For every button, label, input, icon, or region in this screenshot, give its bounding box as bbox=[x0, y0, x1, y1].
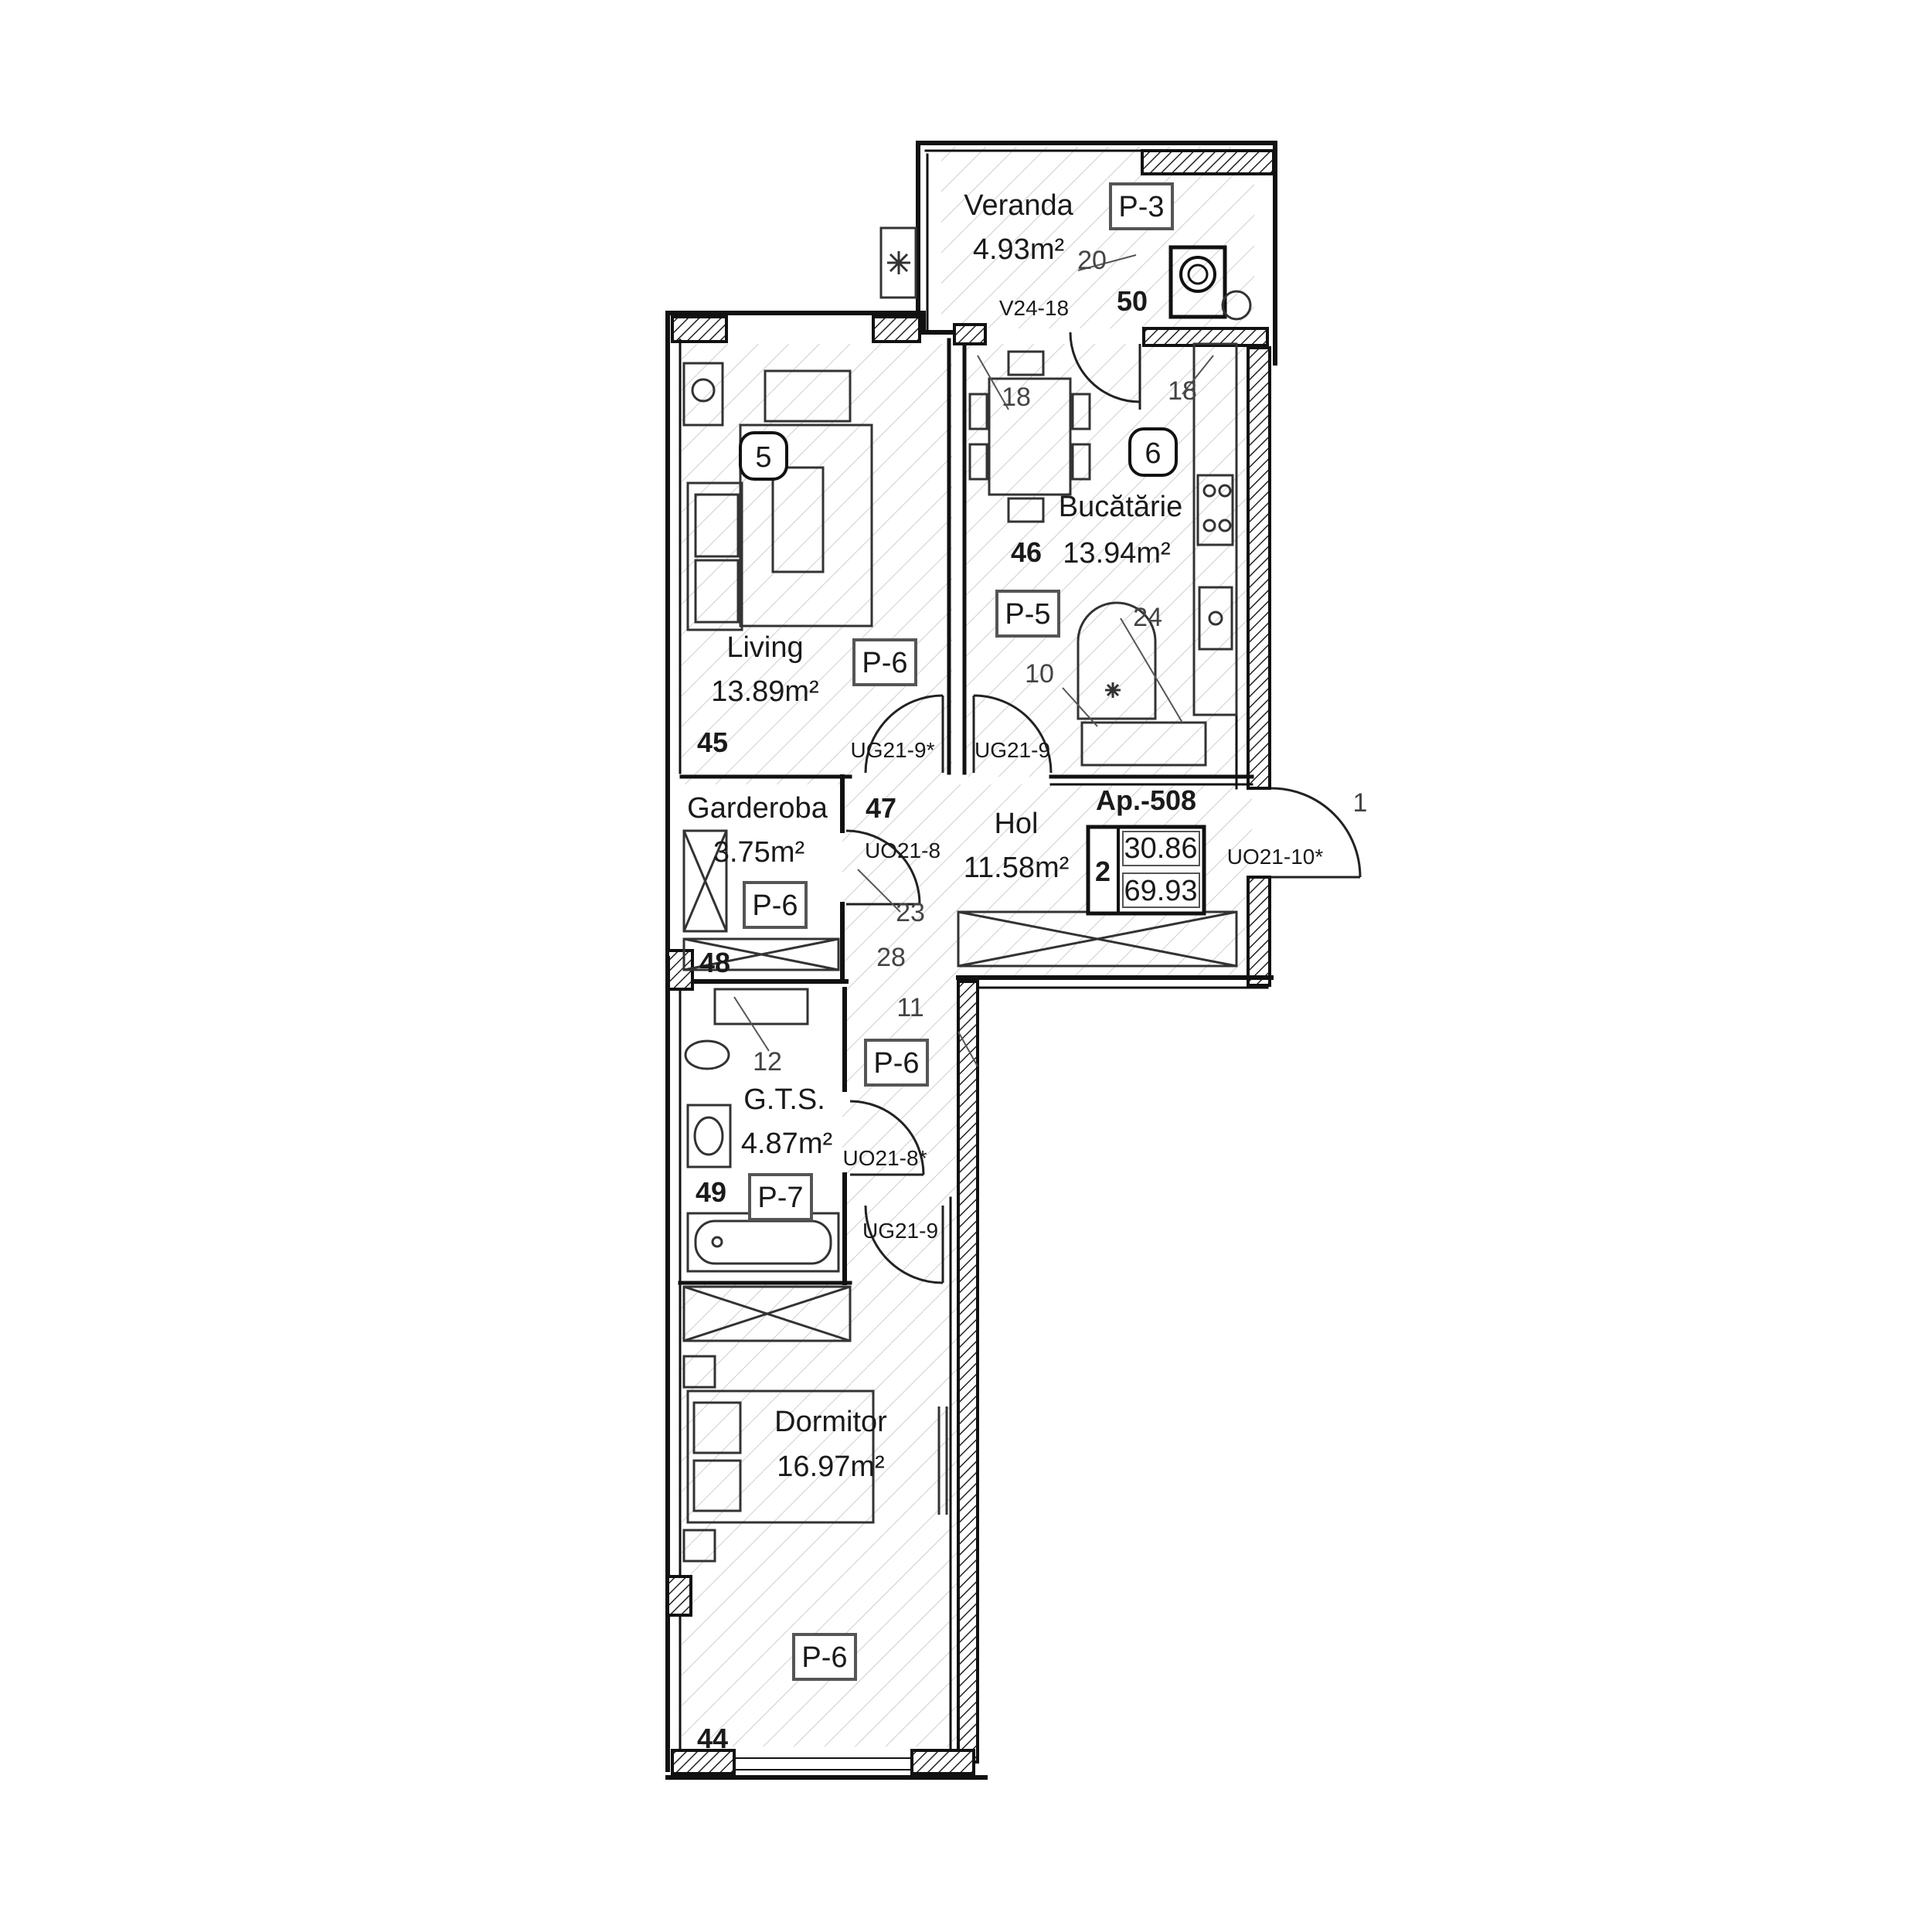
rooms-count: 2 bbox=[1095, 855, 1111, 887]
hol-tag-box bbox=[864, 1039, 929, 1087]
bedroom-wardrobe bbox=[682, 1285, 852, 1342]
kitchen-door-label: UG21-9 bbox=[975, 738, 1050, 762]
living-marker-label: 5 bbox=[755, 441, 771, 474]
furniture bbox=[682, 226, 1252, 1563]
dim-hol-28: 28 bbox=[876, 943, 906, 972]
kitchen-name: Bucătărie bbox=[1059, 491, 1183, 523]
room-number-46: 46 bbox=[1011, 536, 1042, 568]
room-number-45: 45 bbox=[697, 726, 728, 758]
gts-area: 4.87m² bbox=[741, 1128, 832, 1160]
dormitor-tag: P-6 bbox=[801, 1641, 847, 1674]
veranda-tag: P-3 bbox=[1118, 191, 1164, 223]
boiler-icon bbox=[682, 362, 724, 427]
sofa-icon bbox=[686, 423, 873, 631]
garderoba-tag: P-6 bbox=[752, 889, 798, 922]
garderoba-name: Garderoba bbox=[687, 792, 828, 825]
garderoba-area: 3.75m² bbox=[713, 836, 804, 869]
dim-kitchen-18b: 18 bbox=[1168, 376, 1197, 406]
room-number-44: 44 bbox=[697, 1723, 728, 1754]
gts-tag-box bbox=[748, 1173, 813, 1221]
veranda-door-label: V24-18 bbox=[999, 296, 1069, 320]
entrance-door-label: UO21-10* bbox=[1227, 845, 1324, 869]
living-tag: P-6 bbox=[862, 647, 907, 679]
hol-area: 11.58m² bbox=[964, 852, 1070, 884]
garderoba-door-label: UO21-8 bbox=[865, 838, 940, 862]
bathtub-icon bbox=[686, 1212, 840, 1273]
gts-name: G.T.S. bbox=[743, 1083, 825, 1116]
dim-entrance-1: 1 bbox=[1353, 788, 1368, 818]
wardrobe bbox=[682, 829, 728, 933]
floor-hatching bbox=[682, 147, 1254, 1747]
living-tag-box bbox=[852, 638, 917, 686]
gts-door-label: UO21-8* bbox=[843, 1146, 927, 1170]
dim-hol-11: 11 bbox=[896, 993, 923, 1022]
apartment-id: Ap.-508 bbox=[1096, 784, 1196, 816]
dim-kitchen-18a: 18 bbox=[1002, 383, 1031, 412]
kitchen-marker-label: 6 bbox=[1145, 437, 1161, 470]
kitchen-marker bbox=[1128, 427, 1178, 477]
veranda-tag-box bbox=[1109, 182, 1174, 230]
living-marker bbox=[739, 431, 788, 481]
hol-name: Hol bbox=[994, 808, 1038, 840]
stove-icon bbox=[1196, 474, 1234, 546]
apartment-summary: Ap.-508 2 30.86 69.93 bbox=[1086, 784, 1206, 916]
bedroom-door-label: UG21-9 bbox=[862, 1219, 938, 1243]
total-area: 69.93 bbox=[1124, 875, 1197, 907]
kitchen-area: 13.94m² bbox=[1063, 537, 1170, 570]
snowflake-icon bbox=[879, 226, 917, 299]
hol-tag: P-6 bbox=[873, 1047, 919, 1080]
living-door-label: UG21-9* bbox=[851, 738, 935, 762]
dim-veranda-20: 20 bbox=[1077, 246, 1107, 275]
gts-tag: P-7 bbox=[757, 1182, 803, 1214]
garderoba-tag-box bbox=[743, 881, 808, 929]
armchair bbox=[764, 369, 852, 423]
room-number-47: 47 bbox=[866, 792, 896, 824]
room-number-50: 50 bbox=[1117, 285, 1148, 317]
kitchen-tag: P-5 bbox=[1005, 598, 1050, 631]
dormitor-name: Dormitor bbox=[774, 1406, 887, 1438]
dormitor-tag-box bbox=[792, 1633, 857, 1681]
asterisk-icon bbox=[1077, 601, 1157, 720]
kitchen-low-counter bbox=[1080, 721, 1207, 767]
coffee-table bbox=[771, 466, 825, 573]
room-markers: 5 6 bbox=[739, 427, 1178, 481]
sink-icon bbox=[686, 1104, 732, 1168]
veranda-name: Veranda bbox=[964, 189, 1073, 222]
living-area-total: 30.86 bbox=[1124, 832, 1197, 865]
room-number-49: 49 bbox=[696, 1176, 726, 1208]
veranda-area: 4.93m² bbox=[973, 233, 1064, 266]
living-area: 13.89m² bbox=[711, 675, 818, 708]
dim-kitchen-24: 24 bbox=[1133, 603, 1162, 632]
toilet bbox=[684, 1039, 730, 1070]
dim-kitchen-10: 10 bbox=[1025, 659, 1054, 689]
bed-icon bbox=[682, 1355, 875, 1563]
dormitor-area: 16.97m² bbox=[777, 1451, 884, 1483]
finish-tags bbox=[743, 182, 1174, 1681]
kitchen-counter bbox=[1192, 342, 1238, 716]
sink-icon bbox=[1198, 586, 1233, 651]
dim-hol-23: 23 bbox=[896, 898, 925, 927]
dim-gts-12: 12 bbox=[753, 1047, 782, 1077]
washer bbox=[713, 988, 809, 1026]
living-name: Living bbox=[726, 631, 803, 664]
leader-lines bbox=[733, 254, 1214, 1067]
garderoba-shelf bbox=[682, 937, 840, 971]
door-swings bbox=[845, 332, 1362, 1284]
table-icon bbox=[968, 350, 1091, 523]
room-number-48: 48 bbox=[699, 947, 730, 978]
kitchen-tag-box bbox=[995, 590, 1060, 638]
